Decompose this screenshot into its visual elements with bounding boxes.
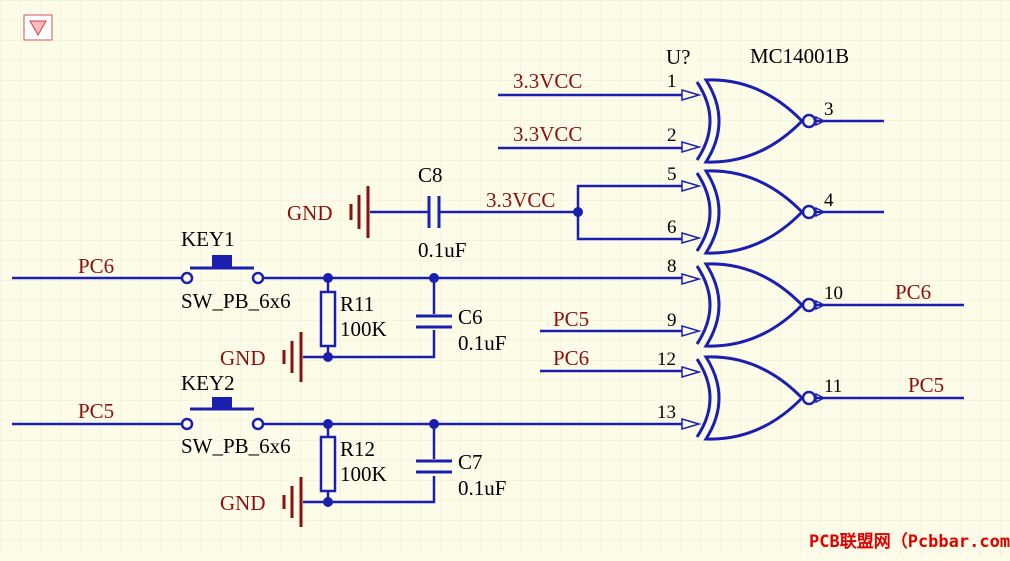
switch-key2-symbol[interactable] <box>180 397 265 431</box>
chip-designator: U? <box>666 45 691 69</box>
net-label-pc5: PC5 <box>78 399 114 423</box>
c6-value: 0.1uF <box>458 331 506 355</box>
pin-number: 2 <box>667 125 677 146</box>
junction-dot <box>323 419 333 429</box>
net-label-pc5: PC5 <box>553 307 589 331</box>
key2-ref: KEY2 <box>181 371 235 395</box>
net-label-gnd: GND <box>220 491 266 515</box>
pin-number: 10 <box>824 283 843 304</box>
net-label-gnd: GND <box>287 201 333 225</box>
net-label-pc6: PC6 <box>895 280 931 304</box>
down-triangle-icon[interactable] <box>23 14 53 41</box>
r11-value: 100K <box>340 317 387 341</box>
key2-value: SW_PB_6x6 <box>181 434 291 458</box>
pin-number: 6 <box>667 217 677 238</box>
r11-ref: R11 <box>340 292 374 316</box>
pin-number: 12 <box>657 349 676 370</box>
ground-symbol-c8 <box>349 186 370 238</box>
pin-number: 11 <box>824 376 842 397</box>
key1-value: SW_PB_6x6 <box>181 289 291 313</box>
chip-part-number: MC14001B <box>750 44 849 68</box>
nor-gate-4[interactable] <box>681 355 826 441</box>
c6-ref: C6 <box>458 305 483 329</box>
resistor-r12-symbol[interactable] <box>319 435 337 493</box>
net-label-gnd: GND <box>220 346 266 370</box>
c7-value: 0.1uF <box>458 476 506 500</box>
gates-layer <box>681 78 826 441</box>
junction-dot <box>323 497 333 507</box>
r12-value: 100K <box>340 462 387 486</box>
pin-number: 13 <box>657 402 676 423</box>
net-label-pc5: PC5 <box>908 373 944 397</box>
junction-dot <box>429 419 439 429</box>
pin-number: 4 <box>824 190 834 211</box>
junction-dot <box>429 273 439 283</box>
nor-gate-3[interactable] <box>681 262 826 348</box>
pin-number: 3 <box>824 99 834 120</box>
net-label-pc6: PC6 <box>553 346 589 370</box>
switch-key1-symbol[interactable] <box>180 255 265 285</box>
c8-ref: C8 <box>418 163 443 187</box>
capacitor-c8-symbol[interactable] <box>427 196 441 228</box>
net-label-pc6: PC6 <box>78 254 114 278</box>
pin-number: 9 <box>667 310 677 331</box>
key1-ref: KEY1 <box>181 227 235 251</box>
r12-ref: R12 <box>340 437 375 461</box>
junction-dot <box>323 352 333 362</box>
ground-symbol-r12 <box>282 477 303 527</box>
junctions <box>323 207 583 507</box>
capacitor-c7-symbol[interactable] <box>416 459 452 474</box>
watermark-text: PCB联盟网（Pcbbar.com） <box>809 531 1010 552</box>
wire-r12-gnd <box>326 476 436 504</box>
junction-dot <box>323 273 333 283</box>
c8-value: 0.1uF <box>418 238 466 262</box>
net-label-vcc: 3.3VCC <box>513 122 582 146</box>
net-label-vcc: 3.3VCC <box>513 69 582 93</box>
junction-dot <box>573 207 583 217</box>
wire-r11-gnd <box>326 330 436 359</box>
capacitor-c6-symbol[interactable] <box>416 314 452 329</box>
resistor-r11-symbol[interactable] <box>319 290 337 348</box>
c7-ref: C7 <box>458 450 483 474</box>
pin-number: 5 <box>667 164 677 185</box>
ground-symbol-r11 <box>282 332 303 382</box>
pin-number: 8 <box>667 256 677 277</box>
nor-gate-2[interactable] <box>681 169 826 255</box>
net-label-vcc: 3.3VCC <box>486 188 555 212</box>
nor-gate-1[interactable] <box>681 78 826 164</box>
pin-number: 1 <box>667 71 677 92</box>
